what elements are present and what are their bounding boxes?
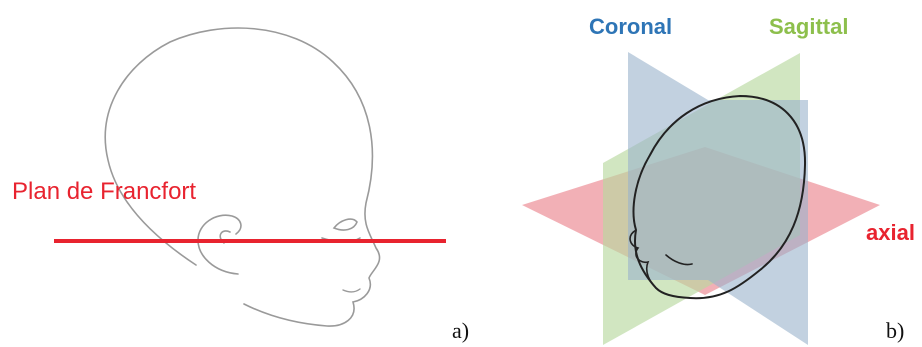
sagittal-label: Sagittal (769, 14, 848, 39)
panel-b-caption: b) (886, 318, 904, 343)
frankfort-plane-label: Plan de Francfort (12, 178, 196, 205)
eye-sketch (322, 219, 360, 242)
coronal-label: Coronal (589, 14, 672, 39)
panel-b: Coronal Sagittal axial b) (522, 14, 915, 345)
ear-sketch (198, 215, 241, 274)
panel-a-caption: a) (452, 318, 469, 343)
axial-label: axial (866, 220, 915, 245)
panel-a: Plan de Francfort a) (12, 28, 469, 343)
mouth-sketch (343, 289, 360, 292)
